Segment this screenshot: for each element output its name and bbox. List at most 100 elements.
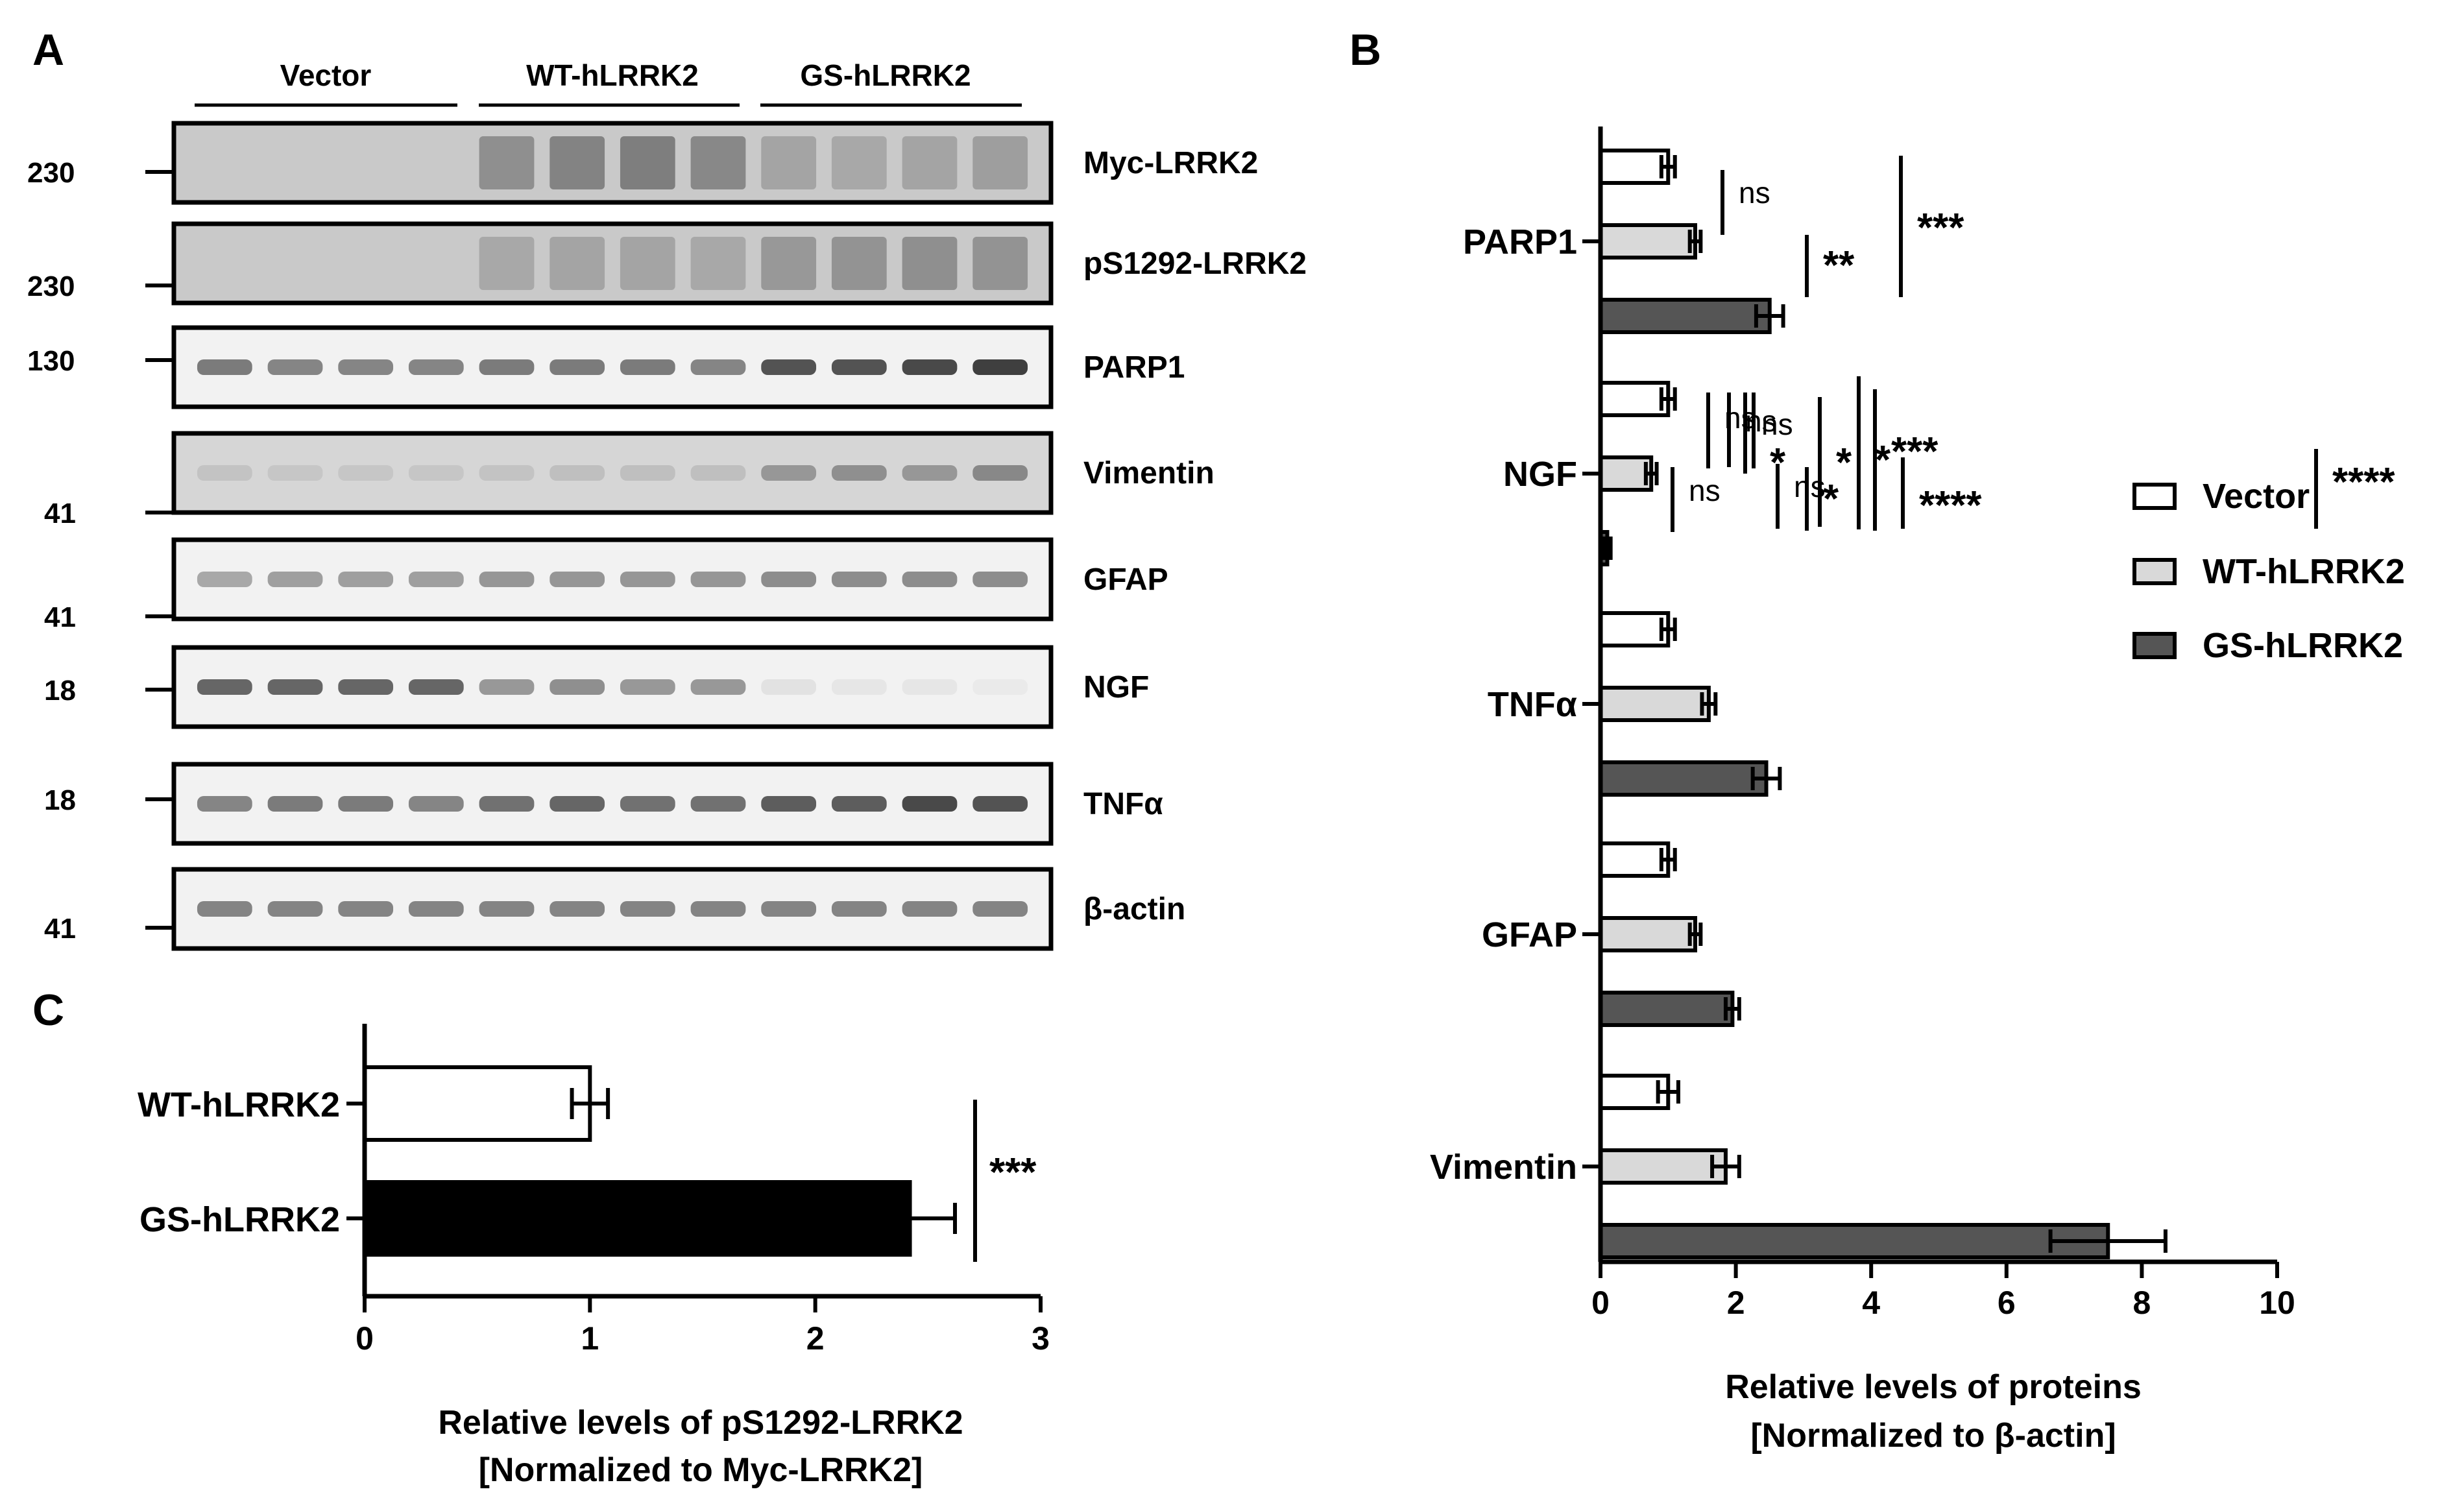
- y-tick-label: PARP1: [1463, 223, 1577, 261]
- y-tick-label: NGF: [1503, 455, 1577, 494]
- blot-band: [902, 465, 958, 481]
- blot-label: β-actin: [1083, 892, 1185, 926]
- blot-band: [338, 572, 394, 587]
- significance-label: ns: [1739, 176, 1770, 210]
- panel-a-letter: A: [32, 25, 64, 75]
- y-tick-label: WT-hLRRK2: [138, 1085, 340, 1124]
- mw-marker: 18: [44, 675, 76, 707]
- blot-band: [972, 465, 1028, 481]
- blot-band: [902, 136, 958, 189]
- blot-band: [338, 359, 394, 375]
- blot-band: [831, 237, 887, 290]
- blot-band: [479, 572, 535, 587]
- mw-marker: 230: [27, 157, 75, 189]
- y-tick-label: GS-hLRRK2: [139, 1200, 340, 1239]
- blot-band: [972, 796, 1028, 812]
- blot-band: [902, 359, 958, 375]
- blot-band: [620, 796, 675, 812]
- blot-band: [267, 679, 323, 695]
- blot-band: [761, 136, 817, 189]
- western-blots: Myc-LRRK2230pS1292-LRRK2230PARP1130Vimen…: [27, 121, 1307, 951]
- blot-band: [550, 359, 605, 375]
- blot-band: [338, 901, 394, 917]
- blot-band: [831, 679, 887, 695]
- blot-band: [972, 136, 1028, 189]
- blot-band: [197, 796, 252, 812]
- x-tick-label: 2: [806, 1320, 825, 1357]
- blot-band: [197, 679, 252, 695]
- blot-frame: [171, 121, 1054, 205]
- blot-band: [902, 796, 958, 812]
- blot-group-headers: Vector WT-hLRRK2 GS-hLRRK2: [195, 58, 1022, 107]
- blot-band: [620, 136, 675, 189]
- blot-band: [197, 572, 252, 587]
- bar: [1599, 611, 1671, 647]
- panel-c-letter: C: [32, 985, 64, 1035]
- mw-marker: 41: [44, 498, 76, 529]
- significance-label: ***: [1917, 206, 1964, 250]
- group-label-vector: Vector: [280, 58, 372, 92]
- significance-label: ns: [1745, 404, 1777, 438]
- blot-band: [408, 796, 464, 812]
- blot-band: [972, 679, 1028, 695]
- blot-band: [408, 679, 464, 695]
- blot-band: [831, 572, 887, 587]
- blot-band: [408, 572, 464, 587]
- blot-band: [902, 572, 958, 587]
- blot-band: [972, 359, 1028, 375]
- blot-frame: [171, 431, 1054, 515]
- blot-band: [972, 572, 1028, 587]
- blot-band: [550, 237, 605, 290]
- blot-band: [479, 359, 535, 375]
- blot-band: [902, 679, 958, 695]
- significance-label: ***: [1891, 429, 1939, 474]
- bar: [1599, 223, 1698, 260]
- significance-label: ****: [1919, 483, 1982, 528]
- blot-band: [267, 359, 323, 375]
- legend-swatch-vector: [2132, 483, 2177, 510]
- blot-label: PARP1: [1083, 350, 1185, 385]
- significance-label: **: [1823, 243, 1855, 288]
- mw-marker: 230: [27, 271, 75, 302]
- blot-band: [761, 679, 817, 695]
- y-tick-label: Vimentin: [1430, 1148, 1577, 1187]
- bar: [1599, 841, 1671, 878]
- y-tick-label: TNFα: [1488, 685, 1577, 724]
- bar: [1599, 686, 1711, 722]
- blot-band: [761, 572, 817, 587]
- blot-band: [902, 237, 958, 290]
- blot-band: [267, 465, 323, 481]
- chart-b-xlabel-line1: Relative levels of proteins: [1725, 1368, 2142, 1406]
- blot-band: [690, 679, 746, 695]
- chart-c-xlabel-line2: [Normalized to Myc-LRRK2]: [479, 1451, 923, 1489]
- x-tick-label: 2: [1727, 1285, 1745, 1321]
- x-tick-label: 8: [2132, 1285, 2151, 1321]
- blot-band: [690, 796, 746, 812]
- x-tick-label: 10: [2259, 1285, 2295, 1321]
- bar-chart-protein-levels: PARP1ns*****NGFns*nsTNFαns****GFAPns*nsV…: [1430, 127, 2395, 1321]
- blot-band: [831, 465, 887, 481]
- bar: [363, 1180, 912, 1257]
- y-tick-label: GFAP: [1482, 915, 1577, 954]
- mw-marker: 18: [44, 784, 76, 816]
- panel-b-letter: B: [1349, 25, 1381, 75]
- blot-band: [620, 237, 675, 290]
- significance-label: ns: [1761, 407, 1793, 441]
- blot-band: [620, 572, 675, 587]
- x-tick-label: 0: [356, 1320, 374, 1357]
- mw-marker: 41: [44, 601, 76, 633]
- blot-band: [620, 901, 675, 917]
- blot-band: [761, 465, 817, 481]
- blot-band: [479, 796, 535, 812]
- blot-label: Myc-LRRK2: [1083, 146, 1258, 180]
- significance-label: *: [1875, 438, 1891, 483]
- blot-band: [690, 901, 746, 917]
- legend-label-gs: GS-hLRRK2: [2203, 626, 2403, 665]
- bar: [1599, 991, 1735, 1027]
- significance-label: ***: [989, 1150, 1037, 1195]
- x-tick-label: 0: [1591, 1285, 1610, 1321]
- blot-band: [690, 136, 746, 189]
- x-tick-label: 6: [1998, 1285, 2016, 1321]
- blot-band: [690, 465, 746, 481]
